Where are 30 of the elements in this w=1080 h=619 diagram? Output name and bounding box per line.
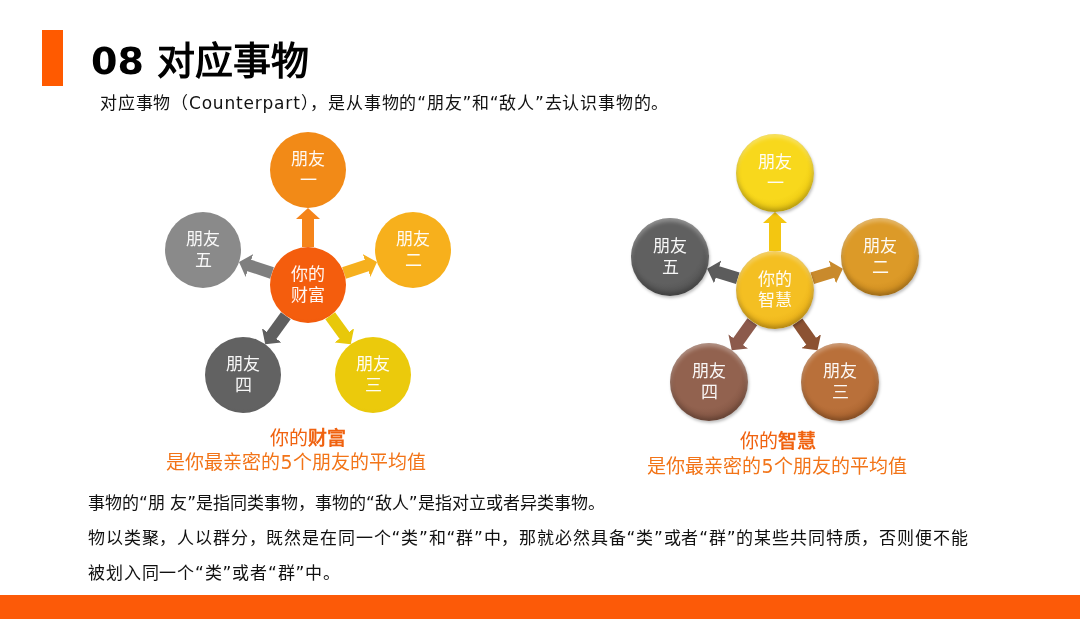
arrow [707,260,740,285]
outer-circle: 朋友一 [270,132,346,208]
caption-text: 是你最亲密的5个朋友的平均值 [647,455,907,478]
body-text: 事物的“朋 友”是指同类事物，事物的“敌人”是指对立或者异类事物。 [88,492,605,514]
arrow [763,212,787,251]
arrow [342,254,377,279]
arrow [810,260,843,285]
body-text: 物以类聚，人以群分，既然是在同一个“类”和“群”中，那就必然具备“类”或者“群”的某些共同特质，否则便不能被划入同一个“类”或者“群”中。 [88,527,970,585]
caption-heading: 你的智慧 [740,430,816,453]
outer-circle: 朋友三 [335,337,411,413]
center-circle: 你的财富 [270,247,346,323]
caption-heading: 你的财富 [270,427,346,450]
outer-circle: 朋友五 [165,212,241,288]
outer-circle: 朋友五 [631,218,709,296]
arrow [728,318,758,351]
arrow [296,208,320,247]
arrow [261,312,291,345]
outer-circle: 朋友四 [670,343,748,421]
arrow [325,312,355,345]
subtitle: 对应事物（Counterpart），是从事物的“朋友”和“敌人”去认识事物的。 [100,92,670,114]
arrow [239,254,274,279]
arrow [792,318,821,351]
outer-circle: 朋友三 [801,343,879,421]
outer-circle: 朋友二 [841,218,919,296]
center-circle: 你的智慧 [736,251,814,329]
outer-circle: 朋友二 [375,212,451,288]
outer-circle: 朋友四 [205,337,281,413]
outer-circle: 朋友一 [736,134,814,212]
caption-text: 是你最亲密的5个朋友的平均值 [166,451,426,474]
slide-title: 08 对应事物 [91,38,310,84]
